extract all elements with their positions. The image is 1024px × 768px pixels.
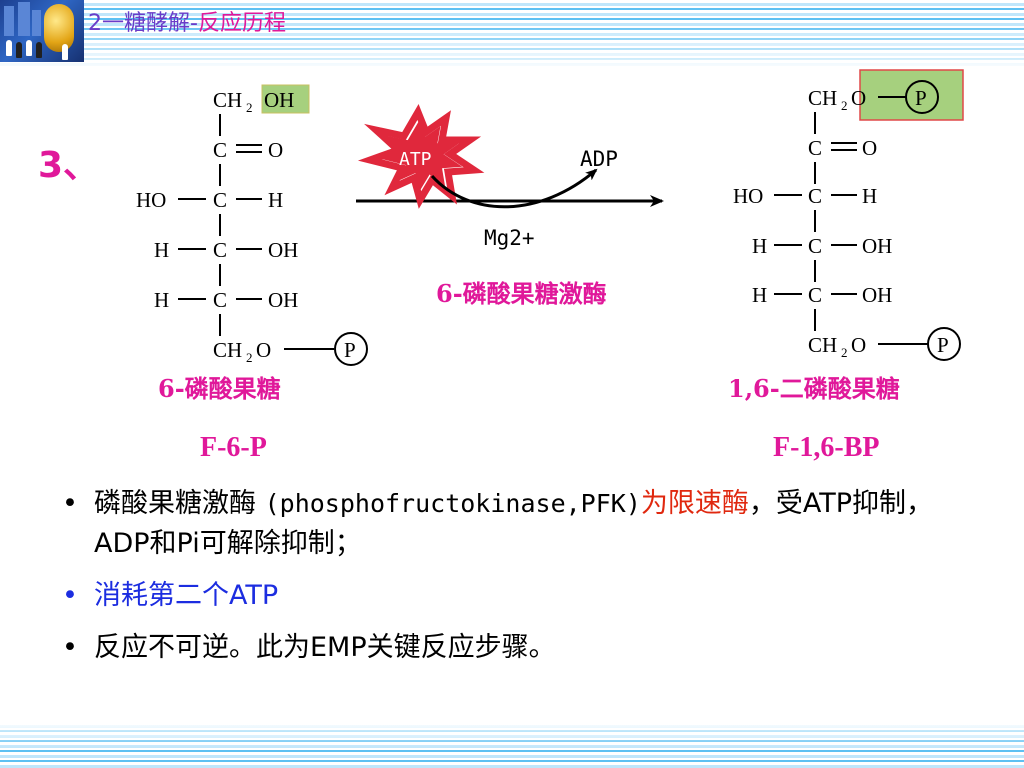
substrate-row3-c: C [213,188,227,212]
product-bottom-subscript: 2 [841,345,848,360]
logo-coin-icon [44,4,74,52]
product-row3-left: HO [733,184,763,208]
header-banner [0,0,1024,66]
phosphate-circle-icon [905,80,939,114]
logo-building [4,6,14,36]
product-row3-c: C [808,184,822,208]
product-bottom-phosphate: P [937,333,949,357]
substrate-row5-left: H [154,288,169,312]
product-bottom-ch2: CH [808,333,837,357]
adp-label: ADP [580,147,618,171]
bullet-list: 磷酸果糖激酶 (phosphofructokinase,PFK)为限速酶，受AT… [58,484,988,680]
logo-person-icon [16,42,22,58]
footer-banner-fade [0,722,1024,768]
step-number: 3、 [38,145,100,186]
product-carbonyl-c: C [808,136,822,160]
substrate-row5-right: OH [268,288,298,312]
product-top-ch2: CH [808,86,837,110]
substrate-name: 6-磷酸果糖 [158,374,281,403]
product-row4-c: C [808,234,822,258]
substrate-bottom-subscript: 2 [246,350,253,365]
substrate-row3-right: H [268,188,283,212]
atp-label: ATP [399,149,432,170]
product-name: 1,6-二磷酸果糖 [728,374,900,403]
product-top-subscript: 2 [841,98,848,113]
product-row5-right: OH [862,283,892,307]
substrate-structure: CH 2 OH C O HO C H H C OH H C OH CH 2 O … [136,84,368,463]
enzyme-label: 6-磷酸果糖激酶 [436,279,607,308]
product-row5-c: C [808,283,822,307]
substrate-ch2-subscript: 2 [246,100,253,115]
substrate-row4-c: C [213,238,227,262]
substrate-row4-right: OH [268,238,298,262]
substrate-abbr: F-6-P [200,432,267,463]
bullet-pfk-highlight: 为限速酶 [640,488,749,519]
logo-person-icon [26,40,32,56]
substrate-oh-highlight [261,84,310,114]
phosphate-circle-icon [334,332,368,366]
bullet-pfk-zh: 磷酸果糖激酶 [94,488,265,519]
header-banner-fade [0,0,1024,66]
bullet-item-atp: 消耗第二个ATP [58,576,988,616]
substrate-top-oh: OH [264,88,294,112]
substrate-row4-left: H [154,238,169,262]
reaction-arrow-group: ATP ADP Mg2+ 6-磷酸果糖激酶 [356,104,664,308]
atp-to-adp-curve [430,168,598,209]
logo-person-icon [6,40,12,56]
page-title: 2一糖酵解-反应历程 [88,10,286,38]
logo-person-icon [36,42,42,58]
substrate-ch2: CH [213,88,242,112]
product-top-phosphate: P [915,86,927,110]
bullet-item-pfk: 磷酸果糖激酶 (phosphofructokinase,PFK)为限速酶，受AT… [58,484,988,564]
substrate-bottom-o: O [256,338,271,362]
page-title-part1: 2一糖酵解- [88,11,198,36]
bullet-item-irreversible: 反应不可逆。此为EMP关键反应步骤。 [58,628,988,668]
logo-building [32,10,41,36]
product-top-o: O [851,86,866,110]
product-row4-right: OH [862,234,892,258]
product-row5-left: H [752,283,767,307]
substrate-row5-c: C [213,288,227,312]
footer-banner [0,722,1024,768]
product-carbonyl-o: O [862,136,877,160]
substrate-row3-left: HO [136,188,166,212]
page-title-part2: 反应历程 [197,11,286,36]
bullet-pfk-en: (phosphofructokinase,PFK) [264,489,641,518]
product-phosphate-highlight [859,69,964,121]
phosphate-circle-icon [927,327,961,361]
substrate-phosphate: P [344,338,356,362]
product-abbr: F-1,6-BP [773,432,880,463]
product-structure: CH 2 O P C O HO C H H C OH H C OH CH 2 O [728,69,964,463]
atp-burst-fill [381,121,463,191]
bullet-pfk-rest: ，受ATP抑制，ADP和Pi可解除抑制； [94,488,934,559]
cofactor-label: Mg2+ [484,226,535,250]
substrate-carbonyl-c: C [213,138,227,162]
logo-building [18,2,30,36]
substrate-carbonyl-o: O [268,138,283,162]
substrate-bottom-ch2: CH [213,338,242,362]
product-row3-right: H [862,184,877,208]
logo-person-icon [62,44,68,60]
product-row4-left: H [752,234,767,258]
logo [0,0,84,62]
product-bottom-o: O [851,333,866,357]
